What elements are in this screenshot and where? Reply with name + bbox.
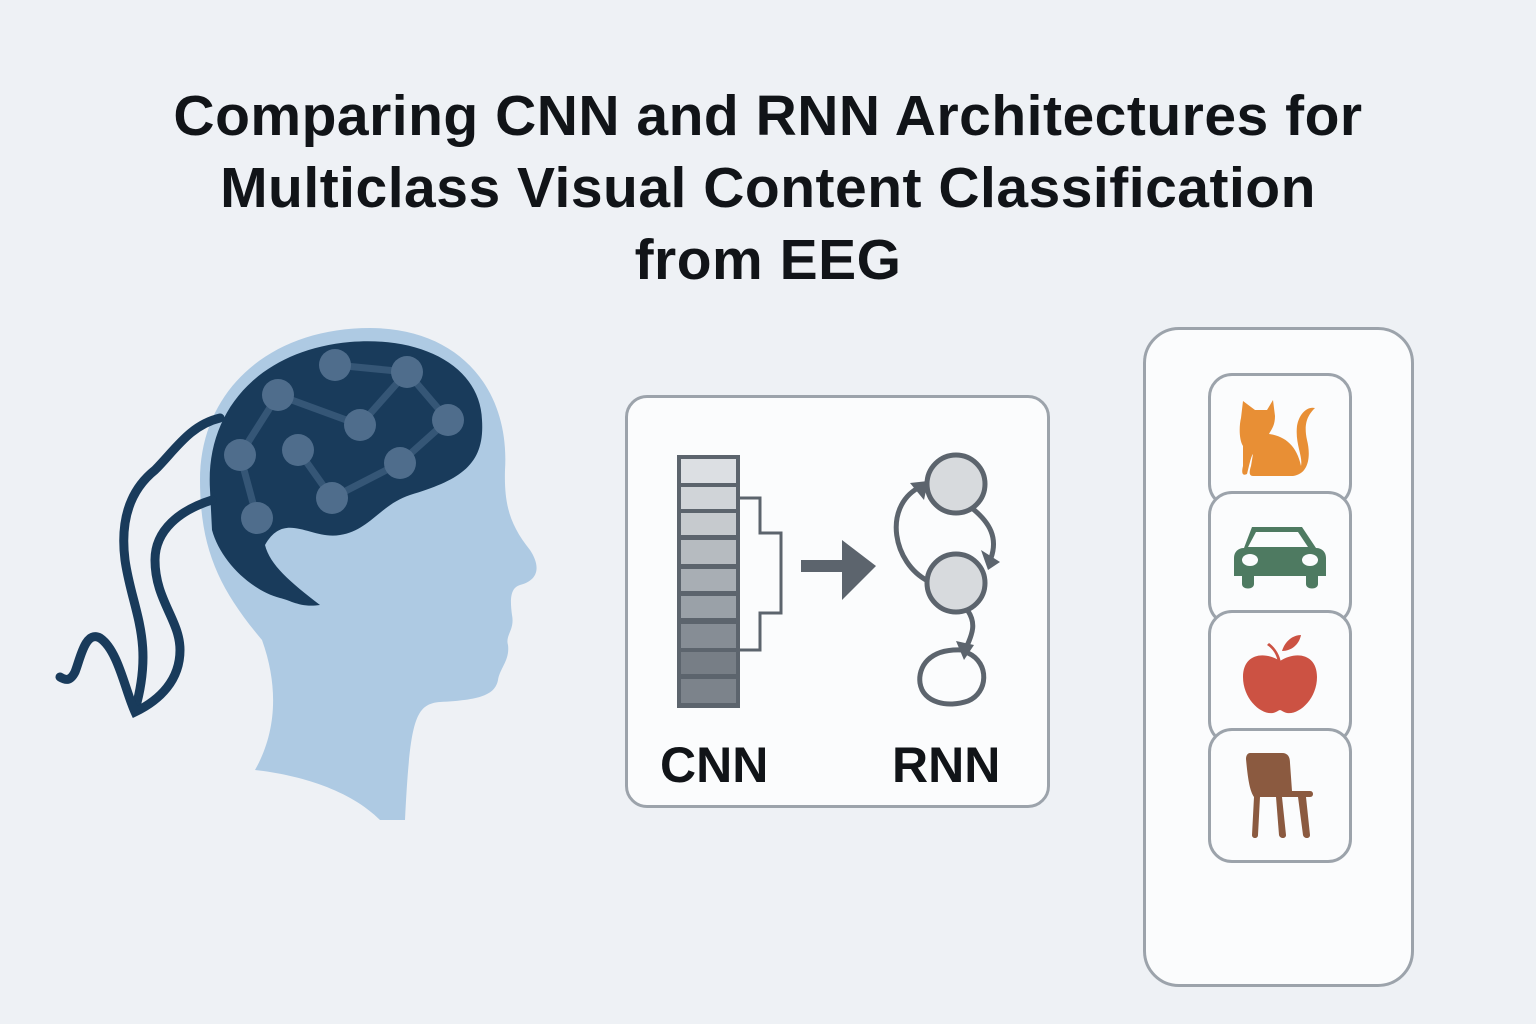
class-card-apple (1208, 610, 1352, 745)
electrodes (224, 349, 464, 534)
rnn-icon (893, 452, 1000, 707)
architecture-panel: CNN RNN (625, 395, 1050, 808)
cnn-label: CNN (660, 737, 769, 793)
electrode (319, 349, 351, 381)
car-icon (1234, 526, 1326, 588)
eeg-cables (55, 413, 225, 719)
apple-icon (1243, 634, 1317, 713)
electrode (384, 447, 416, 479)
chair-icon (1246, 752, 1313, 838)
electrode (391, 356, 423, 388)
title-line-1: Comparing CNN and RNN Architectures for (173, 84, 1363, 148)
electrode (262, 379, 294, 411)
electrode (316, 482, 348, 514)
title-line-2: Multiclass Visual Content Classification (220, 156, 1316, 220)
class-card-cat (1208, 373, 1352, 508)
electrode (241, 502, 273, 534)
cat-icon (1239, 399, 1315, 476)
page-title: Comparing CNN and RNN Architectures for … (0, 80, 1536, 296)
title-line-3: from EEG (634, 228, 902, 292)
electrode (432, 404, 464, 436)
arrow-icon (801, 540, 876, 600)
electrode (344, 409, 376, 441)
class-card-chair (1208, 728, 1352, 863)
cnn-icon (677, 455, 783, 708)
electrode (282, 434, 314, 466)
eeg-head-illustration (40, 320, 580, 820)
rnn-label: RNN (892, 737, 1001, 793)
class-card-car (1208, 491, 1352, 626)
electrode (224, 439, 256, 471)
class-panel (1143, 327, 1414, 987)
